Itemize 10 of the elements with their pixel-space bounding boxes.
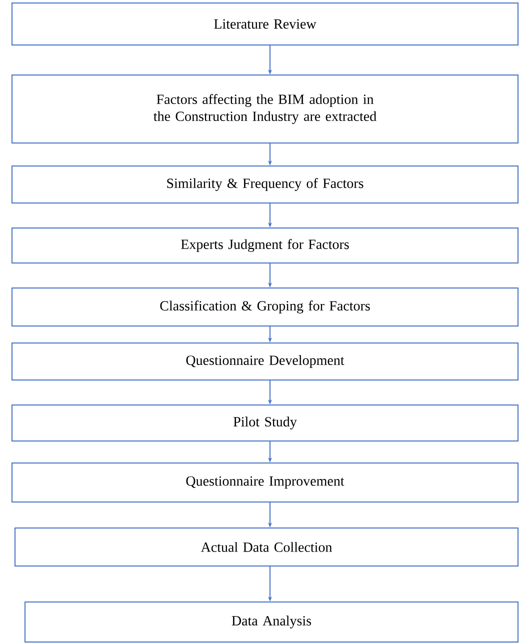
process-box: Classification & Groping for Factors xyxy=(12,288,518,326)
process-box: Questionnaire Development xyxy=(12,342,518,380)
process-box: Questionnaire Improvement xyxy=(12,462,518,502)
process-box: Data Analysis xyxy=(24,602,518,642)
process-box: Pilot Study xyxy=(12,404,518,442)
process-box: Literature Review xyxy=(12,2,518,46)
process-box: Factors affecting the BIM adoption in the Construction Industry are extracted xyxy=(12,74,518,144)
process-box: Similarity & Frequency of Factors xyxy=(12,166,518,204)
process-box: Experts Judgment for Factors xyxy=(12,228,518,264)
process-box: Actual Data Collection xyxy=(14,528,518,566)
